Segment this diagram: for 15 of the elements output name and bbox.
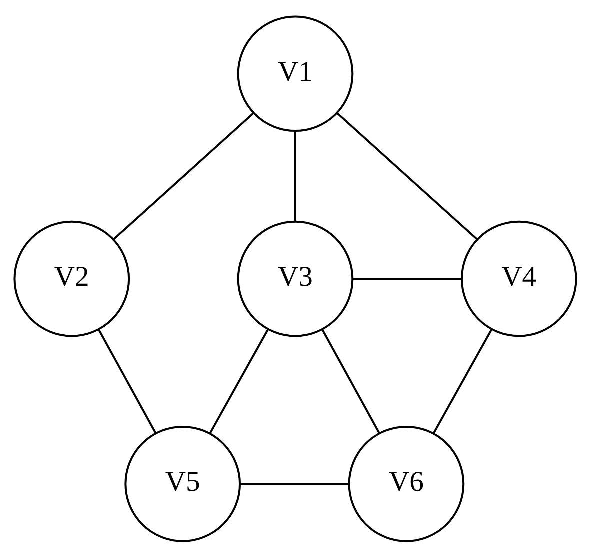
connector [432,328,493,434]
connector [113,112,254,240]
node-circle: V2 [14,220,130,337]
connector [209,328,270,434]
connector [321,328,380,434]
node-circle: V4 [460,220,578,337]
connector [336,112,478,240]
node-circle: V5 [124,425,242,542]
node-circle: V6 [348,425,465,542]
node-circle: V1 [237,15,354,132]
node-circle: V3 [237,220,354,337]
connector [240,482,350,485]
connector [98,328,157,434]
connector [294,130,296,222]
connector [352,278,462,280]
